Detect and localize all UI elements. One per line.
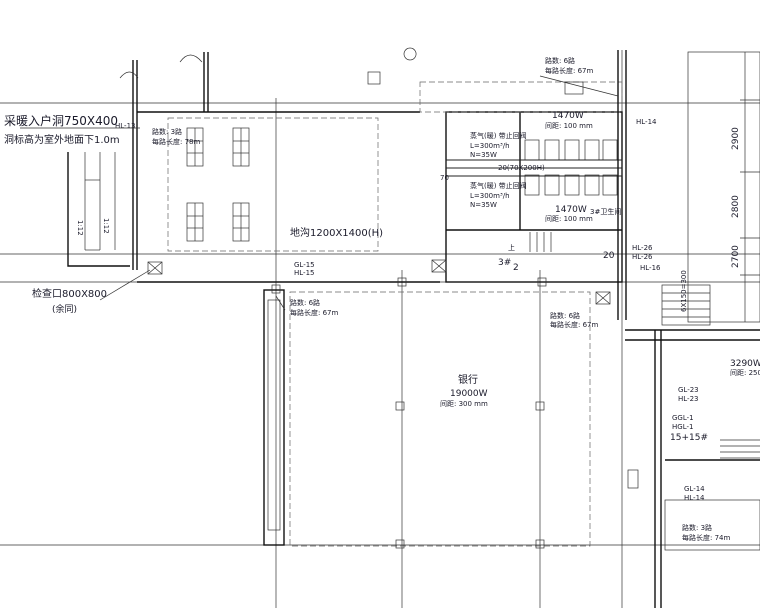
manifold-bot-flow: L=300m³/h [470,192,510,200]
dimensions: 2900 2800 2700 [731,127,741,268]
loop-b-count: 路数: 3路 [152,127,182,136]
loop-c-count: 路数: 6路 [290,298,320,307]
tag-hgl1: HGL-1 [672,423,693,431]
tag-gl14: GL-14 [684,485,705,493]
tag-hl26: HL-26 [632,244,653,252]
right-stair [661,284,711,326]
trench-label: 地沟1200X1400(H) [290,226,383,239]
tag-ggl1: GGL-1 [672,414,694,422]
ramp [67,152,130,267]
tag-gl23: GL-23 [678,386,699,394]
stair3-label: 3# [498,258,511,268]
right-load: 3290W [730,359,760,369]
upper-left-room [119,47,420,270]
pipe-tag: 20(70X200H) [498,164,545,172]
riser-label: 6X150=300 [680,270,688,312]
manifold-bot-title: 蒸气(暖) 带止回阀 [470,181,527,190]
lower-right-stair [720,439,760,459]
loop-d-length: 每路长度: 67m [550,320,598,329]
right-spacing: 间距: 250 mm [730,369,760,377]
inlet-hole-label: 采暖入户洞750X400 [4,113,118,128]
tag-gl15: GL-15 [294,261,315,269]
loop-a-length: 每路长度: 67m [545,66,593,75]
loop-c-length: 每路长度: 67m [290,308,338,317]
inspection-ports [147,259,611,305]
mid-load: 1470W [555,205,587,215]
bank-spacing: 间距: 300 mm [440,400,488,408]
manifold-top-title: 蒸气(暖) 带止回阀 [470,131,527,140]
loop-b-length: 每路长度: 78m [152,137,200,146]
loop-notes: 路数: 6路 每路长度: 67m 路数: 3路 每路长度: 78m 路数: 6路… [152,56,730,542]
top-load: 1470W [552,111,584,121]
manifold-top-n: N=35W [470,151,497,159]
loop-e-count: 路数: 3路 [682,523,712,532]
dim-2900: 2900 [731,127,741,150]
restroom-label: 3#卫生间 [590,207,621,216]
toilet-row-bottom [524,174,618,196]
axis-lines [0,50,760,608]
loop-d-count: 路数: 6路 [550,311,580,320]
bank-area [137,277,591,549]
inspect-port-label: 检查口800X800 [32,287,107,300]
stair-num: 2 [513,263,519,273]
room-num-20: 20 [603,251,615,261]
tag-hl13: HL-13 [115,122,135,130]
tag-hl16: HL-16 [640,264,661,272]
bank-load: 19000W [450,389,488,399]
inlet-elev-label: 洞标高为室外地面下1.0m [4,133,120,146]
dim-2800: 2800 [731,195,741,218]
stair15-label: 15+15# [670,433,708,443]
pipe-tags: HL-13 HL-14 HL-26 HL-26 HL-16 GL-15 HL-1… [115,118,705,502]
top-spacing: 间距: 100 mm [545,122,593,130]
manifold-top-flow: L=300m³/h [470,142,510,150]
tag-hl14b: HL-14 [684,494,705,502]
ratio-right: 1:12 [102,218,110,234]
tag-hl14: HL-14 [636,118,657,126]
ratio-left: 1:12 [76,220,84,236]
stair-up: 上 [508,243,515,252]
mid-spacing: 间距: 100 mm [545,215,593,223]
toilet-row-top [524,139,618,161]
inspect-note: (余同) [52,303,77,315]
right-structures [617,50,760,608]
tag-hl23: HL-23 [678,395,698,403]
manifold-notes: 蒸气(暖) 带止回阀 L=300m³/h N=35W 蒸气(暖) 带止回阀 L=… [470,131,527,209]
bank-name: 银行 [458,373,478,386]
manifold-bot-n: N=35W [470,201,497,209]
room-num-70: 70 [440,174,449,182]
leader-lines [20,75,619,311]
dim-2700: 2700 [731,245,741,268]
loop-a-count: 路数: 6路 [545,56,575,65]
washroom-block [419,81,623,283]
tag-gl15b: HL-15 [294,269,314,277]
tag-hl26b: HL-26 [632,253,653,261]
loop-e-length: 每路长度: 74m [682,533,730,542]
